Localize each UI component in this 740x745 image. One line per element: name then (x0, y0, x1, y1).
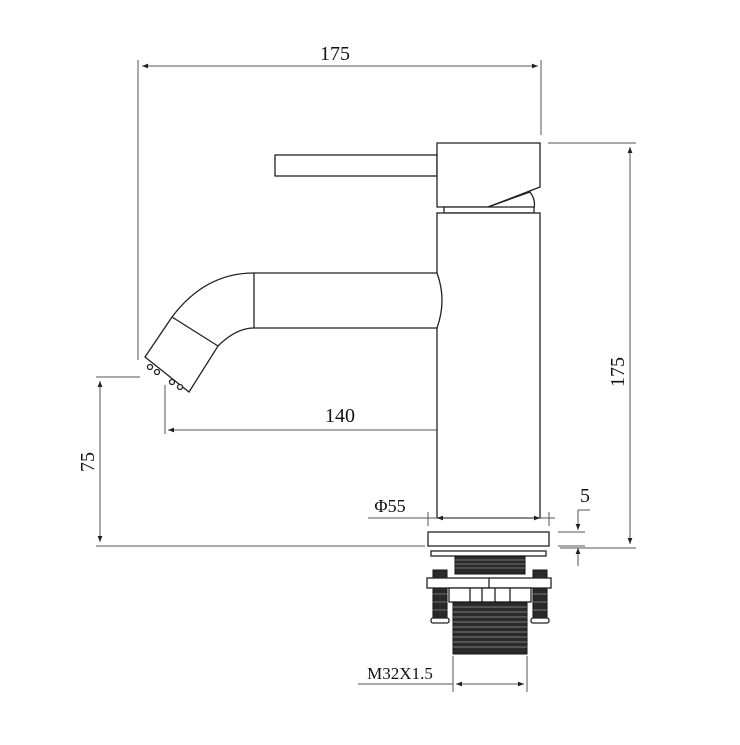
thread-spec-label: M32X1.5 (367, 664, 433, 683)
spout (144, 272, 443, 393)
tap-body (436, 212, 541, 519)
mounting-assembly (426, 550, 552, 655)
base-plate (427, 531, 550, 547)
base-diameter-label: Φ55 (374, 496, 405, 516)
base-thickness-label: 5 (580, 485, 590, 507)
lever-handle (274, 142, 541, 214)
base-thickness-dimension: 5 (558, 485, 590, 566)
overall-height-label: 175 (607, 357, 629, 387)
spout-reach-label: 140 (325, 405, 355, 427)
base-diameter-dimension: Φ55 (368, 496, 555, 526)
spout-height-dimension: 75 (77, 376, 425, 547)
thread-spec-dimension: M32X1.5 (358, 656, 528, 692)
spout-height-label: 75 (77, 452, 99, 472)
overall-width-dimension: 175 (137, 43, 542, 360)
overall-height-dimension: 175 (548, 142, 636, 549)
overall-width-label: 175 (320, 43, 350, 65)
